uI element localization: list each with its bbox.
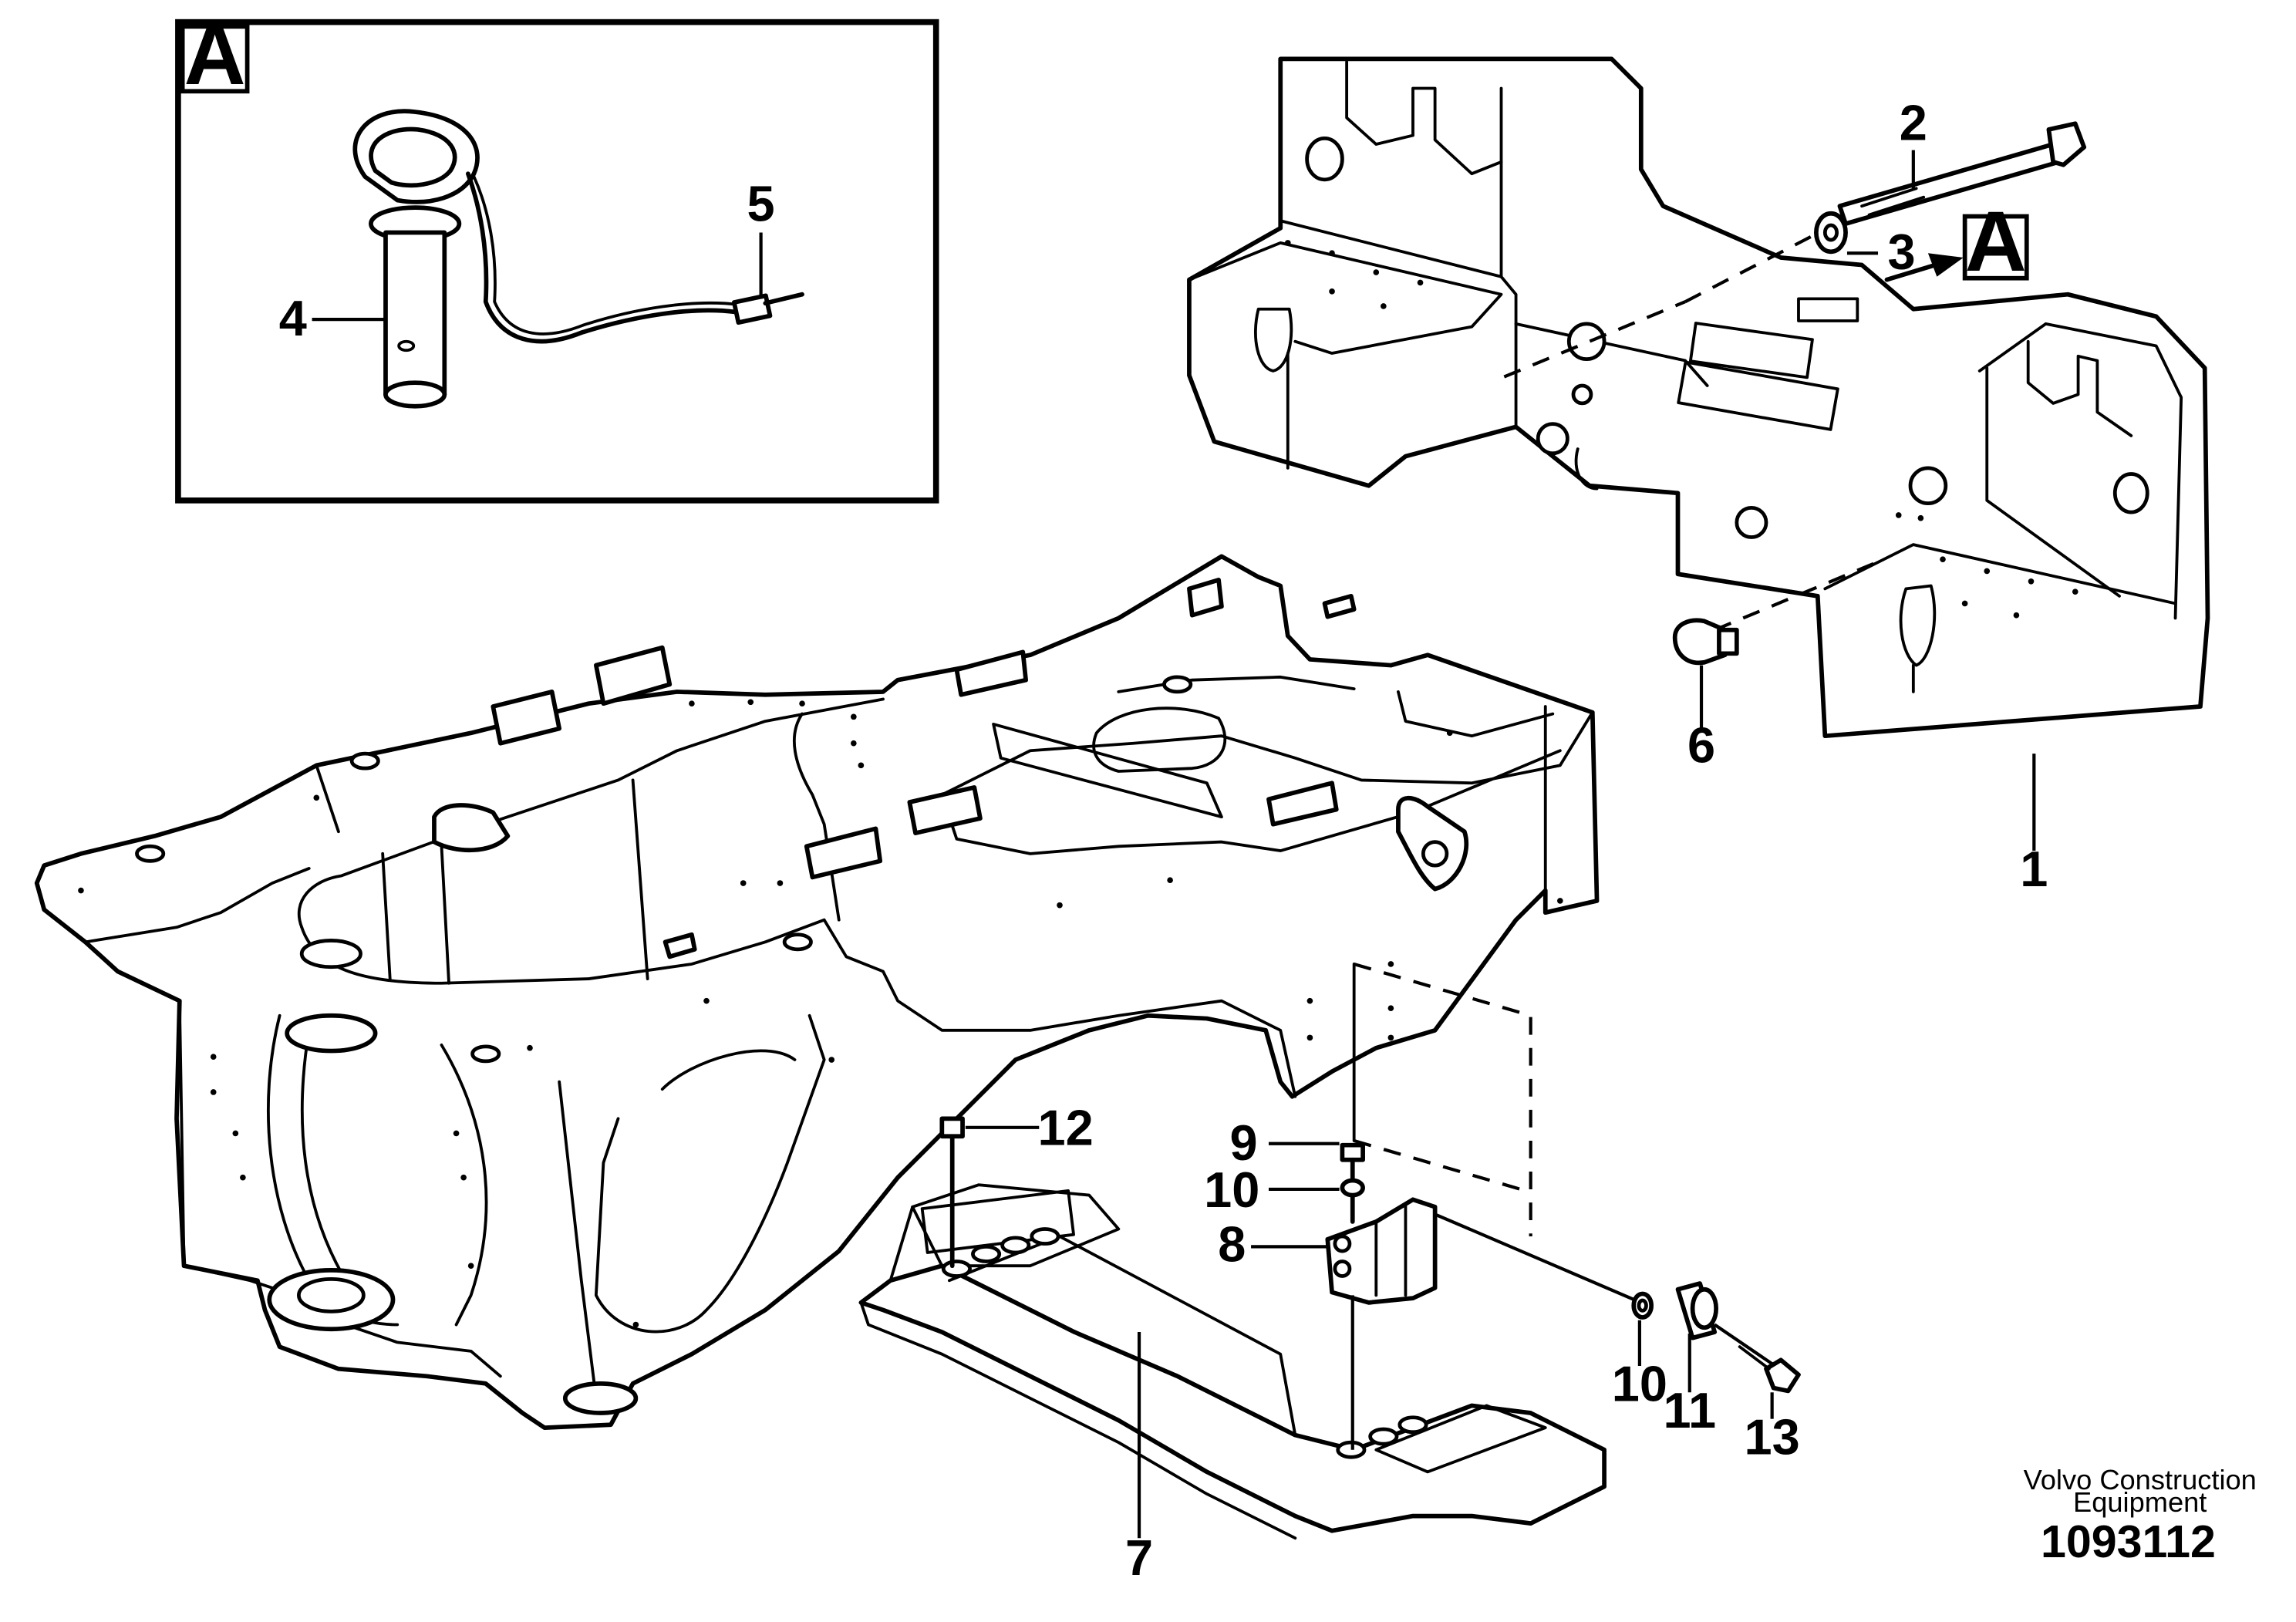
footer-drawing-number: 1093112 [2041, 1516, 2216, 1567]
right-hardware-drawing [1631, 1281, 1801, 1394]
section-marker-tag: A [1965, 194, 2027, 289]
rear-frame-drawing [34, 554, 1600, 1430]
footer-company-line2: Equipment [2073, 1486, 2207, 1518]
footer-company-line1: Volvo Construction [2024, 1464, 2257, 1496]
bracket-drawing [1325, 1142, 1642, 1450]
callout-10a: 10 [1204, 1162, 1259, 1218]
callout-3: 3 [1888, 224, 1916, 280]
plug-drawing [1672, 618, 1739, 666]
callout-5: 5 [747, 175, 775, 231]
step-drawing [858, 1183, 1607, 1540]
detail-view-tag: A [184, 8, 246, 103]
callout-9: 9 [1229, 1114, 1257, 1171]
callout-4: 4 [279, 290, 307, 346]
section-marker-a: A [1884, 194, 2029, 289]
callout-8: 8 [1218, 1216, 1246, 1272]
counterweight-drawing [1187, 56, 2210, 739]
lock-pin-drawing [352, 109, 480, 409]
chain-drawing [465, 171, 804, 344]
footer: Volvo Construction Equipment 1093112 [2024, 1464, 2257, 1567]
callout-11: 12 [1038, 1100, 1094, 1156]
bolt-and-washer-drawing [1814, 121, 2087, 255]
callout-7: 7 [1125, 1529, 1153, 1586]
callout-2: 2 [1900, 94, 1927, 150]
bolt-11-drawing [939, 1116, 965, 1269]
detail-view-a: A 4 5 [175, 8, 939, 504]
